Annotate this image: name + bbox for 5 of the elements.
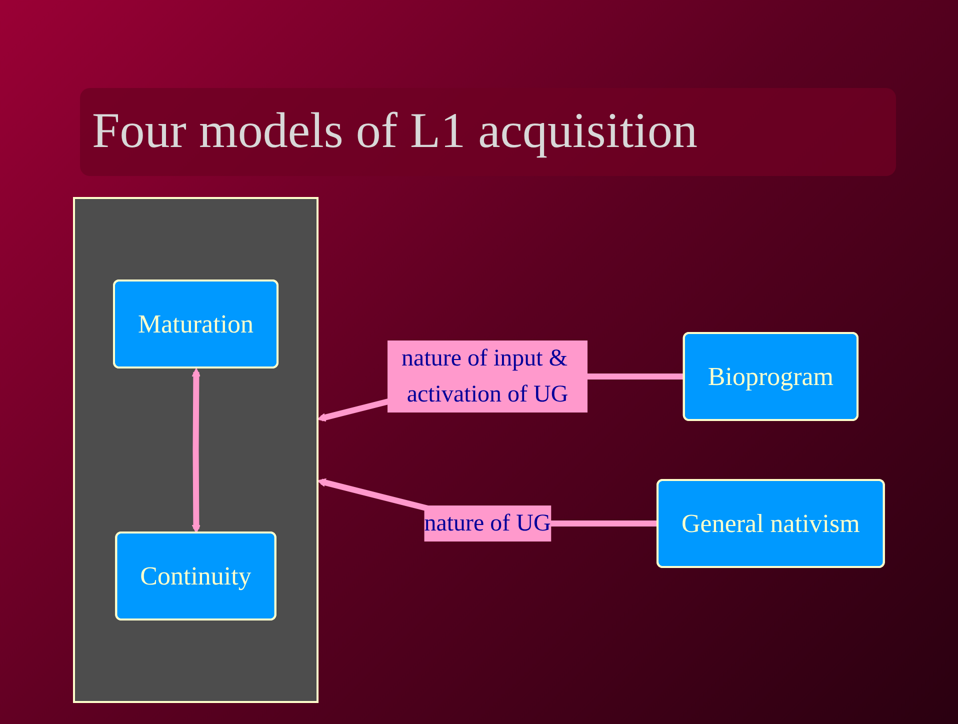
edge-label: nature of input & activation of UG [402,346,568,408]
arrow [192,368,201,534]
edge-label: nature of UG [424,510,551,536]
cluster [73,197,319,703]
slide-title: Four models of L1 acquisition [80,88,896,176]
